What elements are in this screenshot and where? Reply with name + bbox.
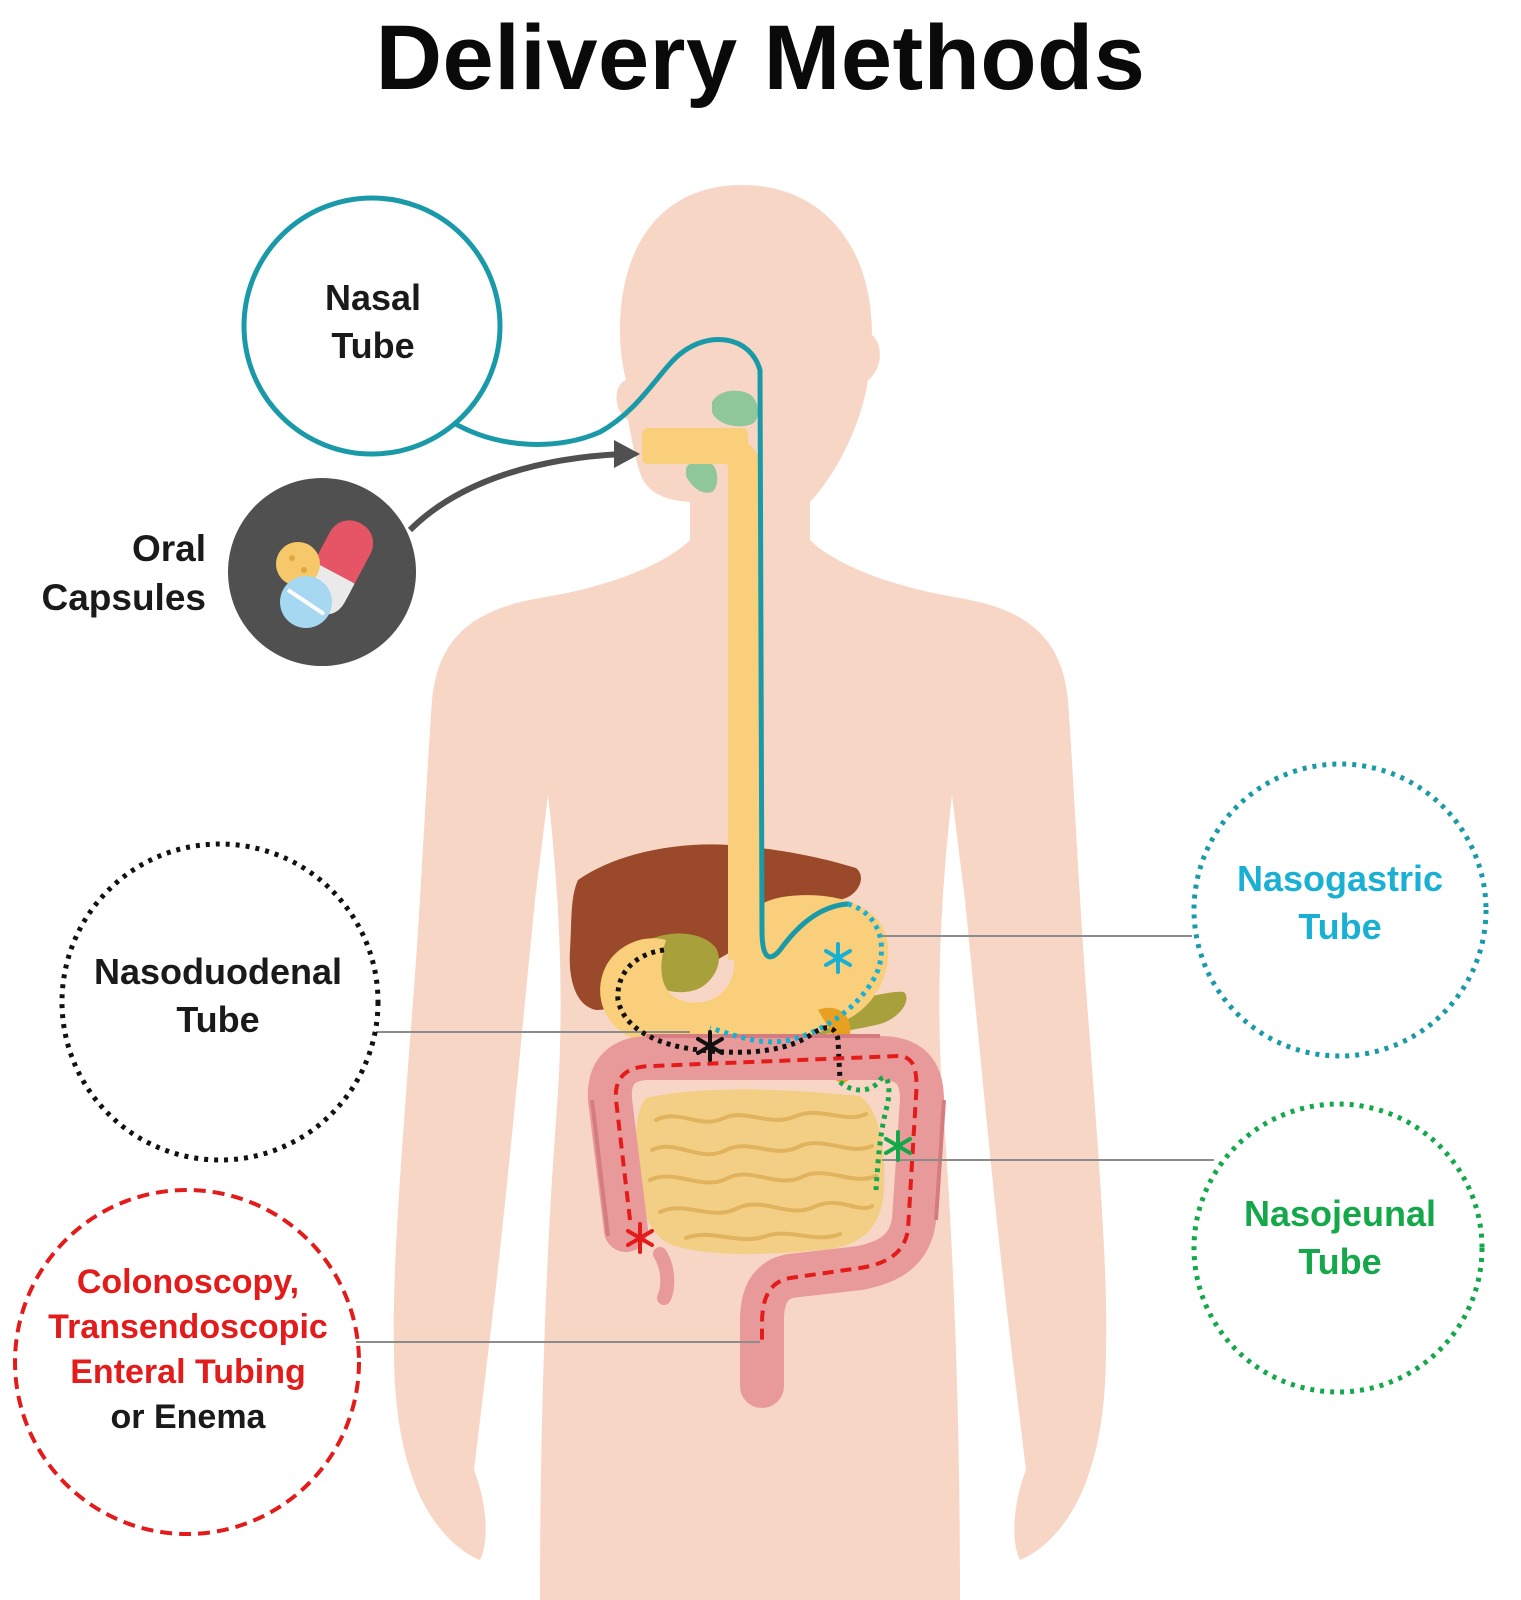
colonoscopy-line-2: Transendoscopic	[48, 1307, 328, 1346]
snowflake-icon	[626, 1222, 654, 1254]
oral-capsules-line-2: Capsules	[41, 576, 206, 618]
nasoduodenal-line-2: Tube	[176, 998, 260, 1040]
oral-arrow	[407, 440, 640, 533]
pills-icon	[228, 478, 416, 666]
nasal-tube-path	[449, 337, 851, 960]
nasal-tube-line-1: Nasal	[324, 277, 422, 318]
nasogastric-circle	[1191, 761, 1489, 1059]
nasoduodenal-line-1: Nasoduodenal	[93, 951, 343, 992]
nasal-tube-label: Nasal Tube	[268, 274, 478, 369]
nasojejunal-circle	[1191, 1101, 1485, 1395]
nasogastric-line-2: Tube	[1298, 905, 1382, 947]
nasoduodenal-path	[615, 947, 843, 1081]
colonoscopy-path	[613, 1053, 919, 1342]
nasogastric-path	[709, 901, 884, 1045]
colonoscopy-line-1: Colonoscopy,	[76, 1263, 300, 1301]
nasojejunal-line-1: Nasojeunal	[1243, 1193, 1437, 1234]
nasojejunal-tube-label: Nasojeunal Tube	[1196, 1190, 1484, 1285]
esophagus	[642, 428, 760, 960]
snowflake-icon	[696, 1030, 724, 1062]
snowflake-icon	[824, 942, 852, 974]
nasojejunal-path	[838, 1075, 892, 1191]
colonoscopy-line-4: or Enema	[110, 1397, 266, 1436]
small-intestine	[635, 1089, 885, 1254]
nasal-tube-circle	[241, 195, 503, 457]
nasal-tube-line-2: Tube	[331, 324, 415, 366]
snowflake-icon	[884, 1130, 912, 1162]
connector-lines	[356, 935, 1214, 1343]
colonoscopy-line-3: Enteral Tubing	[70, 1352, 306, 1391]
salivary-glands	[686, 390, 758, 493]
nasoduodenal-tube-label: Nasoduodenal Tube	[62, 948, 374, 1043]
oral-capsules-line-1: Oral	[131, 528, 206, 569]
oral-capsules-label: Oral Capsules	[0, 525, 206, 623]
page-title: Delivery Methods	[375, 7, 1146, 109]
colonoscopy-circle	[13, 1188, 361, 1536]
nasogastric-line-1: Nasogastric	[1236, 858, 1444, 899]
nasoduodenal-circle	[59, 841, 381, 1163]
nasogastric-tube-label: Nasogastric Tube	[1196, 855, 1484, 950]
stomach	[600, 895, 889, 1053]
nasojejunal-line-2: Tube	[1298, 1240, 1382, 1282]
colonoscopy-label: Colonoscopy, Transendoscopic Enteral Tub…	[18, 1260, 358, 1440]
